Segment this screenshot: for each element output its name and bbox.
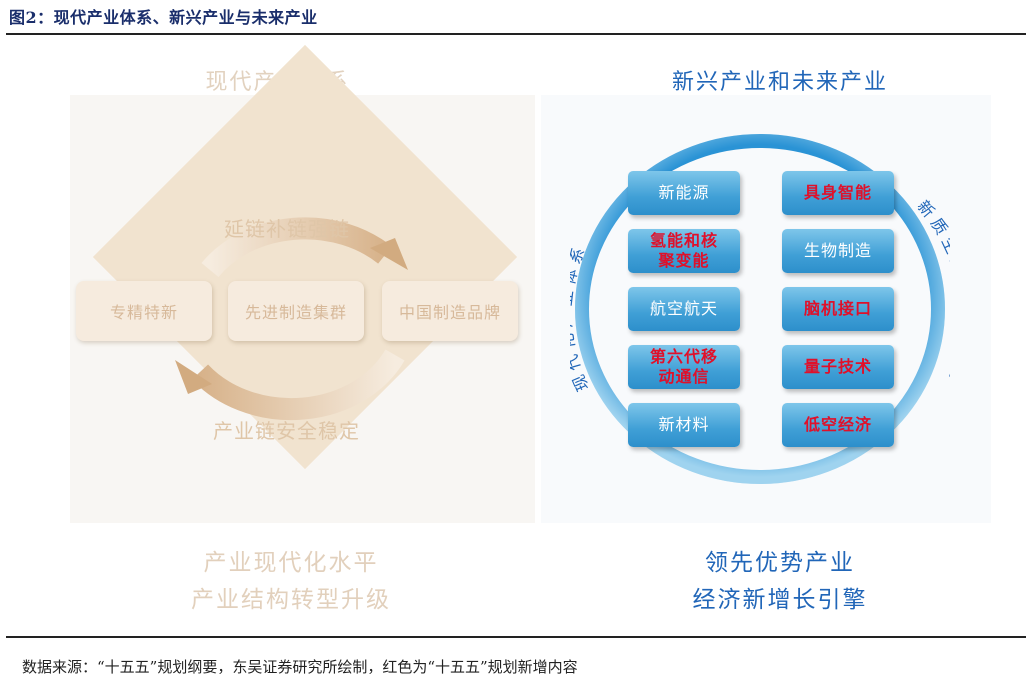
emerging-node-2: 氢能和核聚变能	[628, 229, 740, 273]
emerging-node-3: 航空航天	[628, 287, 740, 331]
emerging-label-1: 新能源	[658, 183, 710, 202]
future-label-1: 具身智能	[803, 183, 872, 202]
emerging-node-5: 新材料	[628, 403, 740, 447]
stage-box-1: 专精特新	[76, 281, 212, 341]
right-caption-line-1: 领先优势产业	[705, 550, 855, 576]
cycle-label-top: 延链补链强链	[224, 217, 350, 241]
left-caption-line-1: 产业现代化水平	[203, 550, 379, 576]
stage-label-1: 专精特新	[109, 303, 178, 322]
ring-body	[575, 134, 945, 484]
source-note: 数据来源：“十五五”规划纲要，东吴证券研究所绘制，红色为“十五五”规划新增内容	[22, 658, 578, 676]
emerging-label-2: 氢能和核聚变能	[649, 231, 718, 270]
right-panel-title: 新兴产业和未来产业	[671, 70, 888, 95]
figure-title: 图2：现代产业体系、新兴产业与未来产业	[9, 8, 318, 27]
emerging-node-1: 新能源	[628, 171, 740, 215]
stage-label-3: 中国制造品牌	[398, 303, 501, 322]
cycle-arrow-top	[201, 217, 392, 278]
cycle-arrow-bottom	[191, 349, 405, 421]
future-node-4: 量子技术	[782, 345, 894, 389]
future-node-3: 脑机接口	[782, 287, 894, 331]
future-node-1: 具身智能	[782, 171, 894, 215]
right-caption-line-2: 经济新增长引擎	[692, 587, 868, 613]
bottom-rule	[6, 636, 1026, 638]
industry-ring: 现代化产业体系 新质生产力的主阵地	[570, 134, 950, 484]
stage-label-2: 先进制造集群	[244, 303, 347, 322]
emerging-label-3: 航空航天	[649, 299, 718, 318]
stage-box-3: 中国制造品牌	[382, 281, 518, 341]
future-label-4: 量子技术	[803, 357, 872, 376]
future-label-5: 低空经济	[803, 415, 872, 434]
future-node-5: 低空经济	[782, 403, 894, 447]
future-node-2: 生物制造	[782, 229, 894, 273]
emerging-node-4: 第六代移动通信	[628, 345, 740, 389]
future-label-2: 生物制造	[803, 241, 872, 260]
cycle-arrowhead-bottom	[175, 360, 212, 394]
future-label-3: 脑机接口	[803, 299, 872, 318]
emerging-label-5: 新材料	[658, 415, 710, 434]
cycle-label-bottom: 产业链安全稳定	[213, 419, 360, 443]
right-panel-background	[541, 95, 991, 523]
stage-box-2: 先进制造集群	[228, 281, 364, 341]
left-caption-line-2: 产业结构转型升级	[191, 587, 391, 613]
emerging-label-4: 第六代移动通信	[649, 347, 718, 386]
top-rule	[6, 33, 1026, 35]
cycle-arrowhead-top	[370, 238, 408, 270]
